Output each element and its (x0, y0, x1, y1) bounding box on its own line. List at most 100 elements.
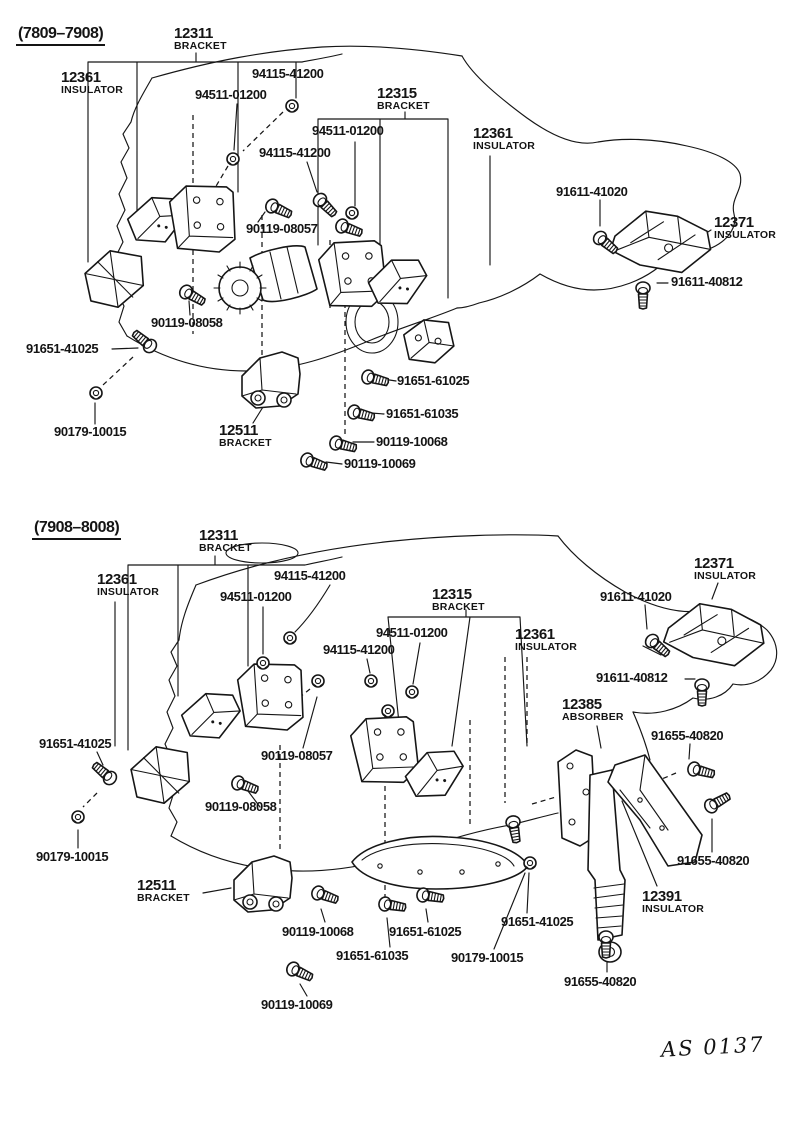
part-label: 91611-40812 (596, 670, 668, 685)
part-number: 12511 (137, 877, 176, 894)
part-number: 91651-41025 (39, 736, 112, 751)
part-number: 90119-10069 (344, 456, 416, 471)
part-number: 91611-41020 (556, 184, 628, 199)
part-number: 90179-10015 (54, 424, 127, 439)
part-label: 91655-40820 (651, 728, 724, 743)
part-label: 91651-61035 (386, 406, 459, 421)
top-fasteners (89, 99, 651, 475)
part-label: 91651-41025 (26, 342, 99, 356)
part-label: 90179-10015 (451, 950, 524, 965)
part-number: 12391 (642, 888, 682, 905)
top-leader-lines (87, 52, 712, 465)
part-description: BRACKET (199, 542, 252, 555)
part-label: 94115-41200 (323, 642, 395, 657)
part-label: 90119-10068 (282, 924, 354, 939)
part-number: 91651-41025 (501, 914, 574, 929)
part-number: 12371 (714, 214, 754, 231)
part-label: 90119-08057 (261, 748, 333, 763)
part-number: 12361 (473, 125, 513, 142)
part-number: 90119-10068 (376, 434, 448, 449)
part-label: 94511-01200 (312, 123, 384, 138)
part-label: 90119-10068 (376, 434, 448, 449)
part-number: 91651-61025 (397, 373, 470, 388)
part-number: 94511-01200 (312, 123, 384, 138)
part-number: 91651-61035 (336, 948, 409, 963)
part-description: INSULATOR (515, 641, 578, 654)
part-number: 90179-10015 (451, 950, 524, 965)
part-number: 12311 (174, 25, 213, 42)
part-label: 91655-40820 (677, 853, 750, 868)
section-header-bottom-range: (7908–8008) (32, 519, 122, 540)
part-number: 91611-41020 (600, 589, 672, 604)
part-number: 91611-40812 (671, 274, 743, 289)
part-number: 91651-61035 (386, 406, 459, 421)
page-code: AS 0137 (660, 1032, 766, 1062)
part-label: 94115-41200 (252, 66, 324, 81)
part-label: 94115-41200 (274, 568, 346, 583)
part-description: BRACKET (174, 40, 227, 53)
part-number: 94115-41200 (252, 66, 324, 81)
part-label: 91651-41025 (501, 914, 574, 929)
part-label: 91651-61025 (389, 925, 462, 939)
part-number: 91611-40812 (596, 670, 668, 685)
part-description: ABSORBER (562, 711, 624, 724)
part-number: 12385 (562, 696, 602, 713)
part-description: INSULATOR (97, 586, 160, 599)
part-number: 12311 (199, 527, 238, 544)
part-number: 90119-08057 (246, 221, 318, 236)
part-number: 94511-01200 (376, 625, 448, 640)
part-label: 90179-10015 (36, 850, 109, 864)
part-number: 90119-10068 (282, 924, 354, 939)
part-label: 94115-41200 (259, 145, 331, 160)
part-number: 12371 (694, 555, 734, 572)
part-number: 91655-40820 (564, 974, 637, 989)
part-number: 90119-08057 (261, 748, 333, 763)
part-label: 90119-10069 (344, 456, 416, 471)
part-number: 91655-40820 (651, 728, 724, 743)
part-description: BRACKET (377, 100, 430, 113)
part-number: 90119-10069 (261, 997, 333, 1012)
part-label: 90119-08058 (151, 315, 223, 330)
part-number: 90119-08058 (151, 315, 223, 330)
part-label: 91611-41020 (600, 589, 672, 604)
part-label: 90179-10015 (54, 424, 127, 439)
part-number: 94115-41200 (323, 642, 395, 657)
part-label: 90119-08058 (205, 800, 277, 814)
part-number: 12511 (219, 422, 258, 439)
part-label: 91651-61035 (336, 948, 409, 963)
part-description: INSULATOR (694, 570, 757, 583)
part-label: 91611-41020 (556, 184, 628, 199)
part-number: 91655-40820 (677, 853, 750, 868)
part-label: 94511-01200 (376, 625, 448, 640)
part-label: 90119-08057 (246, 221, 318, 236)
part-label: 91655-40820 (564, 974, 637, 989)
part-description: INSULATOR (714, 229, 777, 242)
part-label: 94511-01200 (195, 88, 267, 102)
part-description: INSULATOR (473, 140, 536, 153)
part-number: 94115-41200 (274, 568, 346, 583)
part-number: 12315 (432, 586, 472, 603)
part-description: BRACKET (432, 601, 485, 614)
part-number: 94115-41200 (259, 145, 331, 160)
part-number: 94511-01200 (220, 589, 292, 604)
part-description: INSULATOR (61, 84, 124, 97)
section-header-top-range: (7809–7908) (16, 25, 106, 46)
part-number: 12361 (61, 69, 101, 86)
part-number: 12315 (377, 85, 417, 102)
part-label: 90119-10069 (261, 997, 333, 1012)
part-number: 12361 (97, 571, 137, 588)
